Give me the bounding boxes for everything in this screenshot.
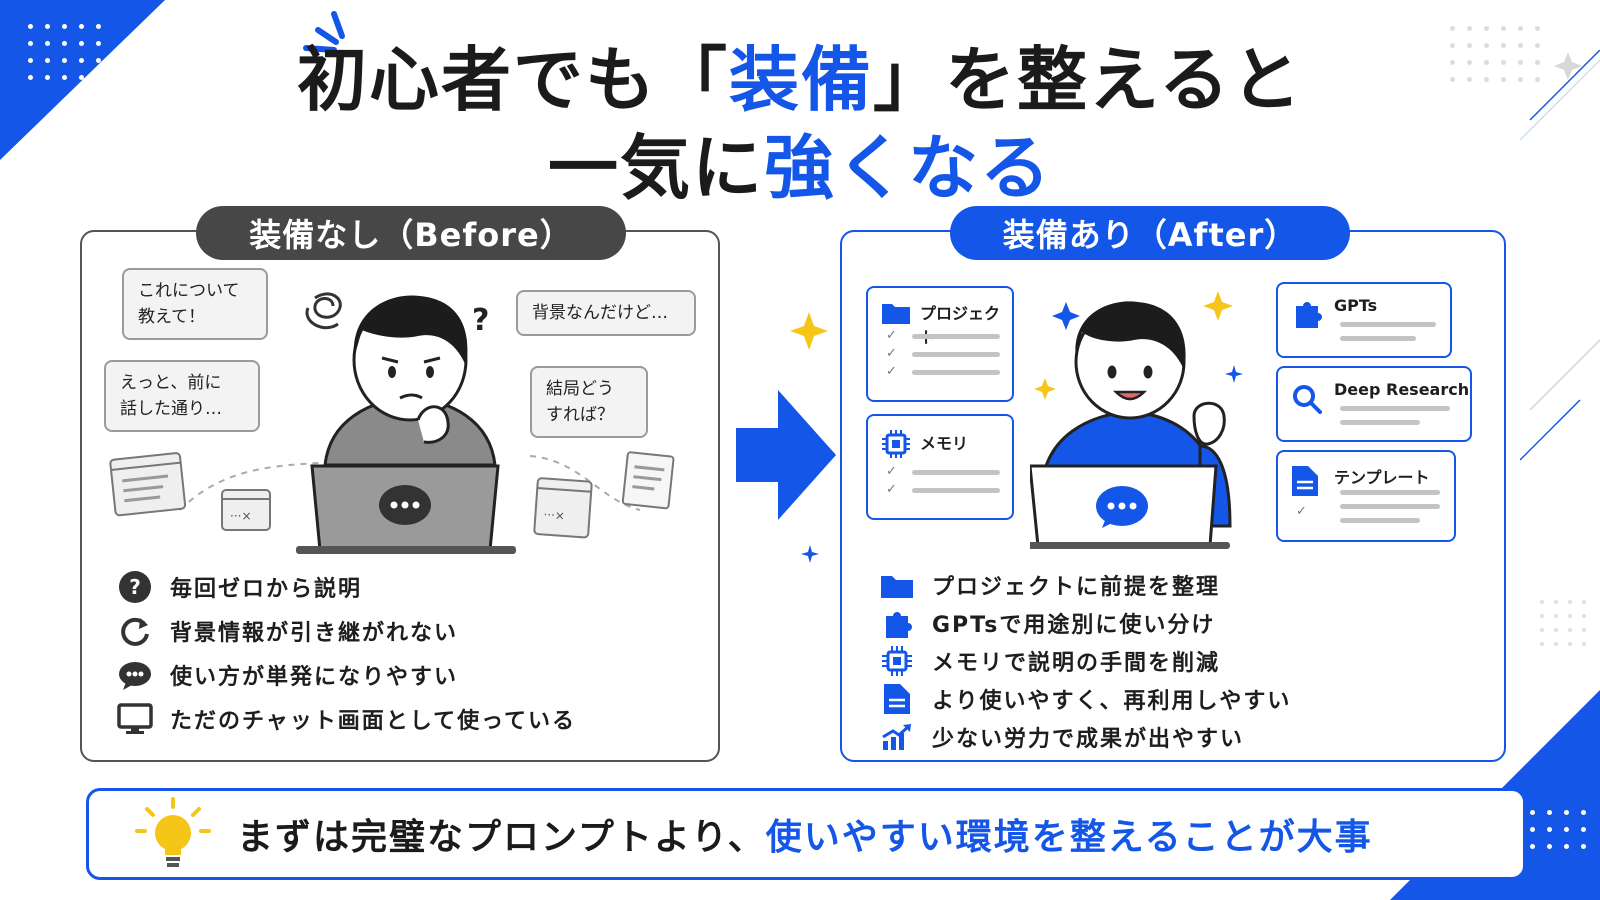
before-item-3: 使い方が単発になりやすい bbox=[114, 656, 576, 694]
chat-bubble-icon bbox=[114, 656, 156, 694]
before-item-text: 毎回ゼロから説明 bbox=[170, 577, 363, 602]
before-item-text: 使い方が単発になりやすい bbox=[170, 665, 459, 690]
before-list: ? 毎回ゼロから説明 背景情報が引き継がれない 使い方が単発になりやすい ただの… bbox=[114, 568, 576, 738]
before-item-4: ただのチャット画面として使っている bbox=[114, 700, 576, 738]
dot-grid-right-mid bbox=[1540, 600, 1586, 646]
puzzle-icon bbox=[876, 604, 918, 642]
after-item-5: 少ない労力で成果が出やすい bbox=[876, 718, 1291, 756]
sparkle-icons bbox=[790, 291, 1243, 563]
svg-text:···×: ···× bbox=[230, 509, 252, 523]
after-label: 装備あり（After） bbox=[950, 206, 1350, 260]
conclusion-text: まずは完璧なプロンプトより、使いやすい環境を整えることが大事 bbox=[237, 817, 1373, 858]
emphasis-lines-icon bbox=[303, 11, 345, 53]
speech-bubble-1: これについて 教えて！ bbox=[122, 268, 268, 340]
before-item-text: ただのチャット画面として使っている bbox=[170, 709, 577, 734]
dot-grid-top-right bbox=[1450, 26, 1540, 82]
growth-chart-icon bbox=[876, 718, 918, 756]
after-item-text: 少ない労力で成果が出やすい bbox=[932, 727, 1245, 752]
arrow-right-icon bbox=[736, 390, 836, 520]
folder-icon bbox=[882, 304, 910, 324]
after-item-1: プロジェクトに前提を整理 bbox=[876, 566, 1291, 604]
template-card-label: テンプレート bbox=[1334, 468, 1430, 487]
before-item-2: 背景情報が引き継がれない bbox=[114, 612, 576, 650]
after-item-4: より使いやすく、再利用しやすい bbox=[876, 680, 1291, 718]
svg-text:···×: ···× bbox=[543, 507, 565, 522]
speech-bubble-2: 背景なんだけど… bbox=[516, 290, 696, 336]
search-icon bbox=[1293, 385, 1322, 414]
puzzle-icon bbox=[1296, 302, 1322, 328]
refresh-icon bbox=[114, 612, 156, 650]
deep-research-card: Deep Research bbox=[1276, 366, 1472, 442]
after-list: プロジェクトに前提を整理 GPTsで用途別に使い分け メモリで説明の手間を削減 … bbox=[876, 566, 1291, 756]
memory-card-label: メモリ bbox=[920, 434, 969, 453]
after-item-3: メモリで説明の手間を削減 bbox=[876, 642, 1291, 680]
gpts-card-label: GPTs bbox=[1334, 296, 1378, 315]
before-label: 装備なし（Before） bbox=[196, 206, 626, 260]
chip-icon bbox=[882, 430, 910, 458]
project-card-label: プロジェクト bbox=[920, 304, 1001, 347]
after-item-2: GPTsで用途別に使い分け bbox=[876, 604, 1291, 642]
document-icon bbox=[1292, 466, 1318, 496]
confused-person-illustration: ? ···× ···× bbox=[109, 292, 675, 554]
chip-icon bbox=[876, 642, 918, 680]
conclusion-banner: まずは完璧なプロンプトより、使いやすい環境を整えることが大事 bbox=[86, 788, 1526, 880]
question-circle-icon: ? bbox=[114, 568, 156, 606]
memory-card: メモリ ✓ ✓ bbox=[866, 414, 1014, 520]
dot-grid-bottom-right bbox=[1530, 810, 1586, 849]
decorative-lines-right bbox=[1520, 50, 1600, 461]
before-item-1: ? 毎回ゼロから説明 bbox=[114, 568, 576, 606]
monitor-icon bbox=[114, 700, 156, 738]
after-item-text: プロジェクトに前提を整理 bbox=[932, 575, 1221, 600]
document-icon bbox=[876, 680, 918, 718]
svg-text:?: ? bbox=[129, 575, 141, 599]
after-item-text: メモリで説明の手間を削減 bbox=[932, 651, 1221, 676]
lightbulb-icon bbox=[135, 797, 211, 867]
dot-grid-top-left bbox=[28, 24, 101, 80]
corner-decoration-top-left bbox=[0, 0, 165, 160]
folder-icon bbox=[876, 566, 918, 604]
speech-bubble-4: 結局どう すれば？ bbox=[530, 366, 648, 438]
question-mark: ? bbox=[472, 303, 489, 338]
page-title-line-2: 一気に強くなる bbox=[548, 127, 1052, 209]
before-item-text: 背景情報が引き継がれない bbox=[170, 621, 459, 646]
template-card: テンプレート ✓ bbox=[1276, 450, 1456, 542]
after-item-text: より使いやすく、再利用しやすい bbox=[932, 689, 1292, 714]
gpts-card: GPTs bbox=[1276, 282, 1452, 358]
page-title-line-1: 初心者でも「装備」を整えると bbox=[297, 39, 1303, 121]
project-card: プロジェクト ✓ ✓ ✓ bbox=[866, 286, 1014, 402]
speech-bubble-3: えっと、前に 話した通り… bbox=[104, 360, 260, 432]
happy-person-illustration bbox=[1030, 301, 1232, 549]
deep-research-card-label: Deep Research bbox=[1334, 380, 1470, 399]
after-item-text: GPTsで用途別に使い分け bbox=[932, 613, 1216, 638]
